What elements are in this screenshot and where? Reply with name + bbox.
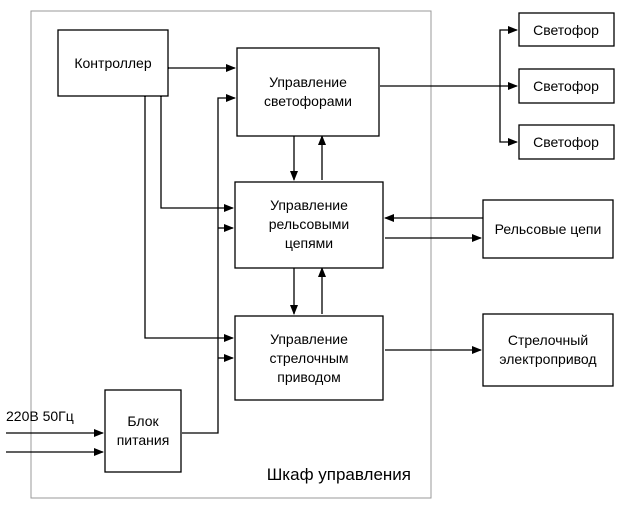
traffic-light-label-2: Светофор xyxy=(533,78,599,94)
track-control-line2: рельсовыми xyxy=(269,216,349,232)
traffic-light-block-2: Светофор xyxy=(518,68,615,104)
controller-block: Контроллер xyxy=(57,29,169,97)
power-unit-block: Блок питания xyxy=(104,389,182,473)
switch-drive-block: Стрелочный электропривод xyxy=(482,313,614,387)
switch-control-block: Управление стрелочным приводом xyxy=(234,315,384,401)
signals-to-light-1 xyxy=(380,26,518,87)
signals-control-line1: Управление xyxy=(269,74,347,90)
track-control-line1: Управление xyxy=(270,197,348,213)
track-control-line3: цепями xyxy=(285,235,333,251)
switch-control-line3: приводом xyxy=(277,369,341,385)
signals-control-line2: светофорами xyxy=(264,93,352,109)
switch-control-line1: Управление xyxy=(270,331,348,347)
power-input-label: 220В 50Гц xyxy=(6,408,74,424)
controller-label: Контроллер xyxy=(74,55,151,71)
traffic-light-block-3: Светофор xyxy=(518,124,615,160)
track-circuits-label: Рельсовые цепи xyxy=(495,221,602,237)
track-control-block: Управление рельсовыми цепями xyxy=(234,181,384,269)
traffic-light-label-1: Светофор xyxy=(533,22,599,38)
controller-switch-link xyxy=(141,89,234,342)
power-unit-line2: питания xyxy=(117,432,170,448)
cabinet-frame: Шкаф управления xyxy=(30,10,432,499)
power-unit-line1: Блок xyxy=(127,413,159,429)
traffic-light-label-3: Светофор xyxy=(533,134,599,150)
cabinet-label: Шкаф управления xyxy=(267,465,411,484)
switch-control-line2: стрелочным xyxy=(269,350,348,366)
switch-drive-line1: Стрелочный xyxy=(508,332,588,348)
signals-to-light-3 xyxy=(499,86,518,146)
signals-control-block: Управление светофорами xyxy=(236,47,380,137)
traffic-light-block-1: Светофор xyxy=(518,12,615,47)
track-circuits-block: Рельсовые цепи xyxy=(482,199,614,259)
power-bus-signals xyxy=(182,94,236,434)
switch-drive-line2: электропривод xyxy=(499,351,596,367)
controller-track-link xyxy=(157,89,234,212)
connections xyxy=(6,26,518,456)
